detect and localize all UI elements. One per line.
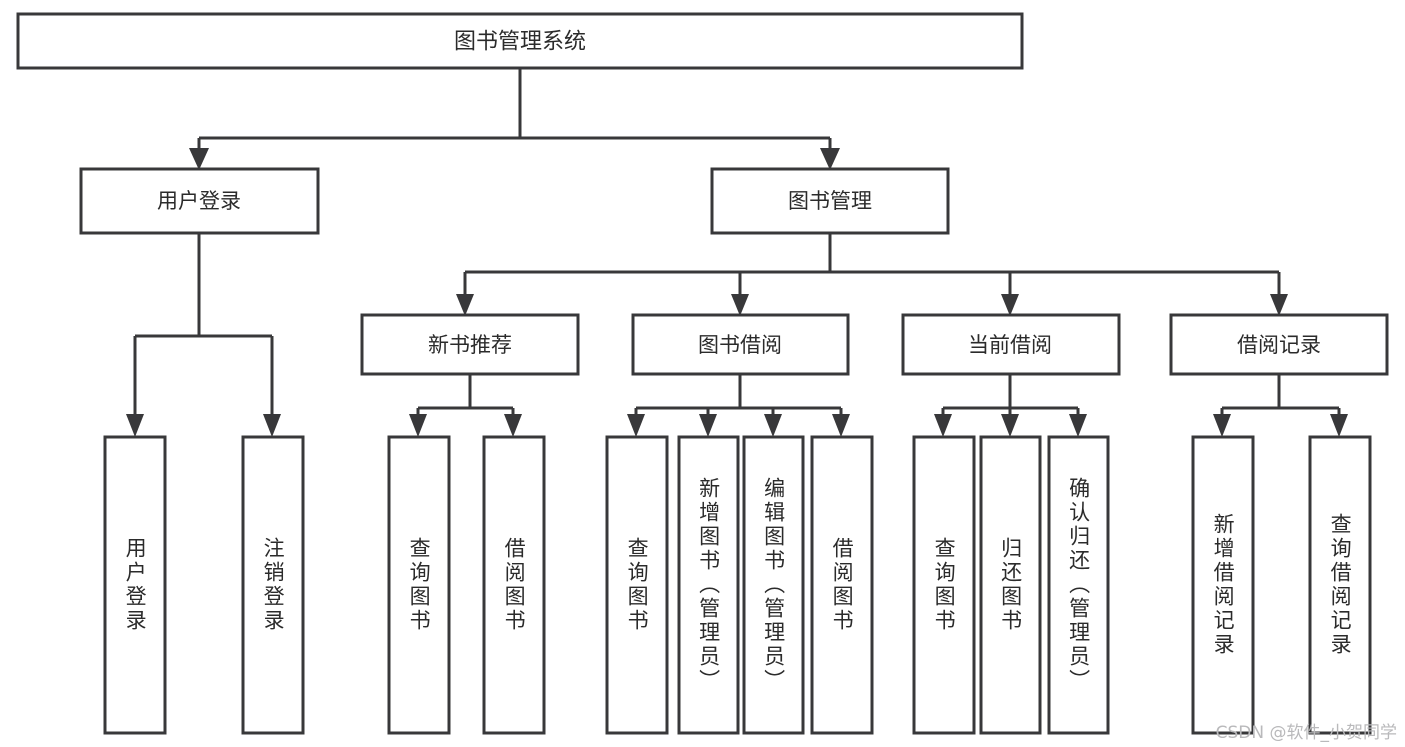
leaf-box-add-book-admin[interactable]: [677, 435, 740, 735]
connector-group-book-borrow: [627, 374, 850, 437]
node-label-current-borrow: 当前借阅: [968, 333, 1052, 357]
node-current-borrow[interactable]: 当前借阅: [901, 313, 1121, 376]
node-box-root[interactable]: [16, 12, 1024, 70]
node-label-root: 图书管理系统: [454, 30, 586, 55]
node-box-new-book-recommend[interactable]: [360, 313, 580, 376]
leaf-box-user-login[interactable]: [103, 435, 167, 735]
leaf-box-borrow-book-borrow[interactable]: [810, 435, 874, 735]
connector-group-user-login: [126, 233, 281, 437]
arrow-head-leaf-borrow-book-2: [832, 414, 850, 437]
arrow-head-leaf-query-record: [1330, 414, 1348, 437]
node-root-system[interactable]: 图书管理系统: [16, 12, 1024, 70]
node-box-book-borrow[interactable]: [631, 313, 850, 376]
node-box-borrow-record[interactable]: [1169, 313, 1389, 376]
node-label-book-manage: 图书管理: [788, 189, 872, 213]
node-user-login[interactable]: 用户登录: [79, 167, 320, 235]
arrow-head-leaf-user-login: [126, 414, 144, 437]
arrow-head-current-borrow: [1001, 294, 1019, 316]
node-box-book-manage[interactable]: [710, 167, 950, 235]
leaf-box-confirm-return-admin[interactable]: [1047, 435, 1110, 735]
node-box-current-borrow[interactable]: [901, 313, 1121, 376]
arrow-head-leaf-add-record: [1213, 414, 1231, 437]
arrow-head-user-login: [189, 148, 209, 170]
arrow-head-leaf-query-book-2: [627, 414, 645, 437]
node-borrow-record[interactable]: 借阅记录: [1169, 313, 1389, 376]
connector-group-current-borrow: [934, 374, 1087, 437]
connector-group-borrow-record: [1213, 374, 1348, 437]
csdn-watermark: CSDN @软件_小贺同学: [1215, 723, 1397, 743]
arrow-head-leaf-edit-book: [764, 414, 782, 437]
arrow-head-book-manage: [820, 148, 840, 170]
node-label-user-login: 用户登录: [157, 189, 241, 213]
arrow-head-leaf-borrow-book-1: [504, 414, 522, 437]
connector-group-book-manage: [456, 233, 1288, 316]
leaf-box-logout[interactable]: [241, 435, 305, 735]
node-book-borrow[interactable]: 图书借阅: [631, 313, 850, 376]
arrow-head-new-book-recommend: [456, 294, 474, 316]
arrow-head-leaf-return-book: [1001, 414, 1019, 437]
arrow-head-leaf-add-book: [699, 414, 717, 437]
node-label-borrow-record: 借阅记录: [1237, 333, 1321, 357]
arrow-head-borrow-record: [1270, 294, 1288, 316]
leaf-box-query-book-borrow[interactable]: [605, 435, 669, 735]
node-label-book-borrow: 图书借阅: [698, 333, 782, 357]
leaf-box-query-borrow-record[interactable]: [1308, 435, 1372, 735]
node-label-new-book-recommend: 新书推荐: [428, 333, 512, 357]
leaf-box-return-book[interactable]: [979, 435, 1042, 735]
leaf-box-borrow-book-recommend[interactable]: [482, 435, 546, 735]
arrow-head-leaf-query-book-3: [934, 414, 952, 437]
arrow-head-leaf-query-book-1: [409, 414, 427, 437]
leaf-box-query-book-current[interactable]: [912, 435, 976, 735]
arrow-head-leaf-confirm-return: [1069, 414, 1087, 437]
node-box-user-login[interactable]: [79, 167, 320, 235]
arrow-head-leaf-logout: [263, 414, 281, 437]
node-new-book-recommend[interactable]: 新书推荐: [360, 313, 580, 376]
node-book-manage[interactable]: 图书管理: [710, 167, 950, 235]
connector-group-new-book-recommend: [409, 374, 522, 437]
leaf-box-query-book-recommend[interactable]: [387, 435, 451, 735]
leaf-box-edit-book-admin[interactable]: [742, 435, 805, 735]
leaf-box-add-borrow-record[interactable]: [1191, 435, 1255, 735]
connector-group-root: [189, 68, 840, 170]
arrow-head-book-borrow: [731, 294, 749, 316]
